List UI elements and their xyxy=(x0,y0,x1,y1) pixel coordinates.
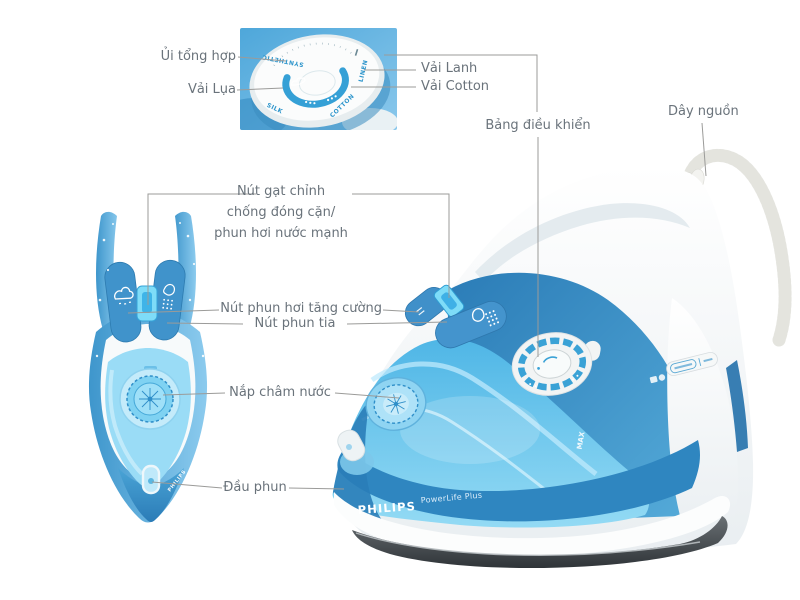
callout-anti-calc-line1: Nút gạt chỉnh xyxy=(236,184,326,199)
brand-wordmark: PHILIPS xyxy=(357,499,416,517)
dial-steam-band xyxy=(282,67,349,108)
callout-linen: Vải Lanh xyxy=(421,61,478,76)
leader-nozzle-left xyxy=(151,481,223,489)
leader-control-panel-top xyxy=(384,54,538,112)
dial-steam-icon xyxy=(290,77,306,86)
callout-anti-calc-line2: chống đóng cặn/ xyxy=(226,205,336,220)
temperature-dial xyxy=(511,332,601,396)
callout-nozzle: Đầu phun xyxy=(223,480,287,495)
callout-spray: Nút phun tia xyxy=(254,316,336,331)
spray-icon xyxy=(471,308,500,327)
leader-synthetic xyxy=(237,56,287,62)
callout-silk: Vải Lụa xyxy=(187,82,236,97)
callout-cotton: Vải Cotton xyxy=(421,79,490,94)
leader-spray-left xyxy=(166,322,244,325)
small-iron-spray-button xyxy=(148,259,186,341)
steam-boost-icon xyxy=(415,307,425,316)
callout-control-panel: Bảng điều khiển xyxy=(485,118,591,133)
big-iron-spray-nozzle xyxy=(337,429,374,475)
inset-temperature-dial: SYNTHETIC SILK COTTON LINEN xyxy=(249,34,391,130)
soleplate xyxy=(352,516,728,569)
small-iron-tip xyxy=(118,468,184,522)
handle-inner-shading xyxy=(475,203,690,282)
care-icons xyxy=(649,374,666,384)
leader-anti-calc-left xyxy=(147,193,256,305)
callout-anti-calc: Nút gạt chỉnh chống đóng cặn/ phun hơi n… xyxy=(196,181,366,244)
leader-lines xyxy=(127,54,707,490)
steam-boost-icon xyxy=(114,286,134,305)
big-iron-water-fill-cap xyxy=(365,377,427,431)
leader-power-cord xyxy=(701,122,707,177)
leader-steam-boost-left xyxy=(127,309,220,314)
callout-water-cap: Nắp châm nước xyxy=(229,385,331,400)
leader-anti-calc-right xyxy=(352,193,450,298)
small-iron-top-view: PHILIPS xyxy=(88,211,208,523)
big-iron-anti-calc-slider xyxy=(433,284,465,318)
dial-marking-linen: LINEN xyxy=(358,59,370,83)
sparkle-dots xyxy=(95,222,205,358)
leader-spray-right xyxy=(346,321,448,325)
callout-anti-calc-line3: phun hơi nước mạnh xyxy=(214,226,348,241)
rating-badge xyxy=(666,352,718,376)
small-iron-anti-calc-slider xyxy=(136,285,158,322)
callout-synthetic: Ủi tổng hợp xyxy=(160,49,236,64)
leader-water-cap-left xyxy=(162,392,226,396)
small-iron-water-fill-cap xyxy=(119,366,181,430)
leader-water-cap-right xyxy=(334,392,400,399)
leader-silk xyxy=(236,87,284,91)
tank-max-marking: MAX xyxy=(576,431,587,450)
heel-blue-trim xyxy=(726,360,748,452)
spray-icon xyxy=(162,283,176,310)
leader-nozzle-right xyxy=(288,487,345,490)
big-iron: MAX xyxy=(332,148,792,569)
big-iron-brand-band xyxy=(337,440,700,522)
leader-steam-boost-right xyxy=(382,309,420,313)
callout-power-cord: Dây nguồn xyxy=(668,104,739,119)
big-iron-bottom-band xyxy=(334,492,731,557)
big-iron-spray-button xyxy=(435,300,507,349)
small-iron-spray-nozzle xyxy=(141,464,161,495)
dial-inset-photo: SYNTHETIC SILK COTTON LINEN xyxy=(240,28,397,130)
callout-steam-boost: Nút phun hơi tăng cường xyxy=(220,301,382,316)
